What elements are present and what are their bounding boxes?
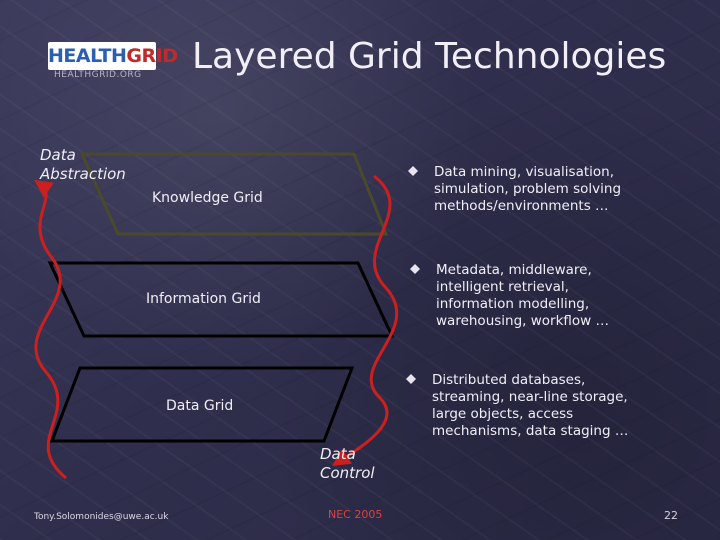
- data-abstraction-arrow: [34, 179, 67, 480]
- information-grid-layer: [47, 261, 395, 338]
- bullet-3-line-3: large objects, access: [432, 406, 574, 422]
- data-abstraction-label: Data Abstraction: [40, 146, 126, 184]
- logo-subtitle: HEALTHGRID.ORG: [54, 70, 142, 80]
- data-control-label: Data Control: [320, 445, 375, 483]
- slide-title: Layered Grid Technologies: [192, 36, 667, 77]
- knowledge-grid-layer: [79, 152, 389, 236]
- data-abstraction-line2: Abstraction: [40, 165, 126, 183]
- diamond-bullet-icon: [410, 262, 420, 279]
- data-grid-layer: [49, 366, 355, 443]
- bullet-1-line-1: Data mining, visualisation,: [434, 164, 615, 180]
- bullet-3-line-4: mechanisms, data staging …: [432, 423, 629, 439]
- data-control-line1: Data: [320, 445, 356, 463]
- footer-email: Tony.Solomonides@uwe.ac.uk: [34, 512, 169, 522]
- knowledge-grid-label: Knowledge Grid: [152, 190, 263, 206]
- page-number: 22: [664, 509, 678, 522]
- bullet-2-line-2: intelligent retrieval,: [436, 279, 569, 295]
- logo-text-grid: GRID: [126, 45, 178, 67]
- data-control-line2: Control: [320, 464, 375, 482]
- healthgrid-logo: HEALTHGRID: [48, 42, 178, 70]
- diamond-bullet-icon: [408, 164, 418, 181]
- bullet-3-line-1: Distributed databases,: [432, 372, 586, 388]
- data-control-arrow: [331, 174, 399, 466]
- information-grid-label: Information Grid: [146, 291, 261, 307]
- logo-text-health: HEALTH: [48, 45, 127, 67]
- bullet-1-line-3: methods/environments …: [434, 198, 609, 214]
- bullet-2-line-1: Metadata, middleware,: [436, 262, 592, 278]
- bullet-2-line-3: information modelling,: [436, 296, 590, 312]
- bullet-2-line-4: warehousing, workflow …: [436, 313, 610, 329]
- bullet-3-line-2: streaming, near-line storage,: [432, 389, 628, 405]
- bullet-1-line-2: simulation, problem solving: [434, 181, 622, 197]
- data-grid-label: Data Grid: [166, 398, 234, 414]
- data-abstraction-line1: Data: [40, 146, 76, 164]
- diamond-bullet-icon: [406, 372, 416, 389]
- footer-event: NEC 2005: [328, 508, 383, 521]
